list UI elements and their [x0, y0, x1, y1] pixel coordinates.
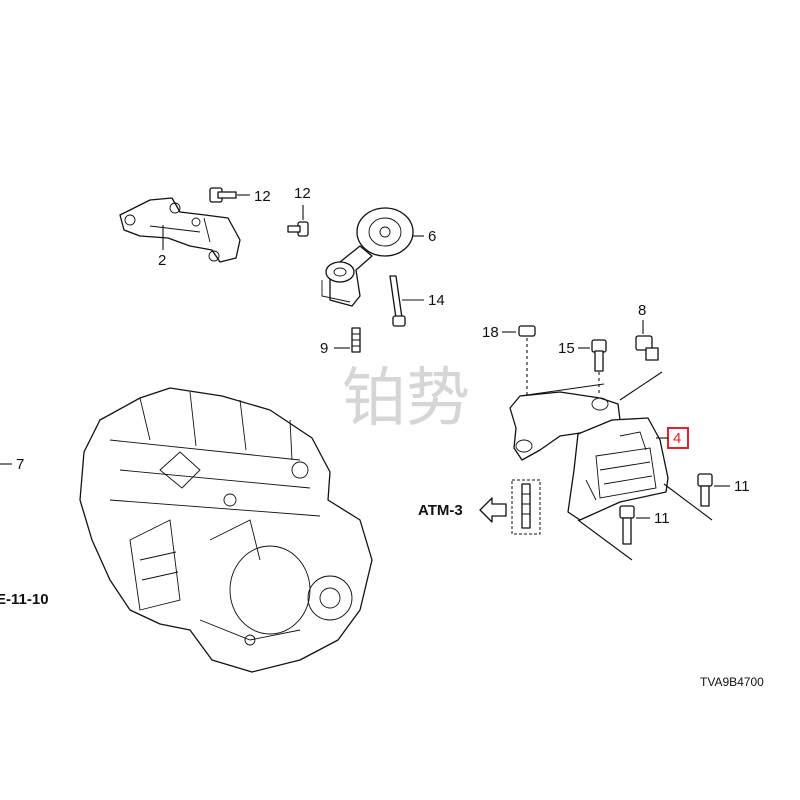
- callout-label-12-left: 12: [254, 188, 271, 205]
- callout-label-7: 7: [16, 456, 24, 473]
- diagram-code: TVA9B4700: [700, 675, 764, 689]
- watermark: 铂势: [342, 362, 470, 436]
- transmission-mount-part-4: [509, 383, 669, 521]
- ref-atm-label: ATM-3: [418, 502, 463, 519]
- leader-8-to-mount: [619, 371, 663, 401]
- callout-label-15: 15: [558, 340, 575, 357]
- callout-label-18: 18: [482, 324, 499, 341]
- bolt-14: [389, 275, 406, 327]
- callout-label-11-upper: 11: [734, 478, 750, 495]
- bolt-12-center: [287, 221, 309, 237]
- leader-4-lower: [577, 519, 633, 561]
- callout-label-6: 6: [428, 228, 436, 245]
- leader-11-diag: [663, 483, 713, 521]
- bolt-12-left: [209, 187, 237, 203]
- bracket-part-2: [119, 197, 241, 263]
- bolt-11-upper: [697, 473, 713, 507]
- ref-engine-label: E-11-10: [0, 591, 49, 608]
- callout-label-8: 8: [638, 302, 646, 319]
- engine-assembly: [79, 387, 373, 673]
- fastener-8: [635, 335, 659, 361]
- bolt-11-lower: [619, 505, 635, 545]
- callout-label-11-lower: 11: [654, 510, 670, 527]
- stud-9: [351, 327, 361, 353]
- bolt-15: [591, 339, 607, 396]
- callout-label-9: 9: [320, 340, 328, 357]
- callout-label-12-center: 12: [294, 185, 311, 202]
- atm-arrow-icon: [479, 497, 507, 523]
- callout-label-2: 2: [158, 252, 166, 269]
- callout-label-14: 14: [428, 292, 445, 309]
- callout-label-4: 4: [673, 430, 681, 447]
- mount-part-6: [321, 207, 414, 307]
- atm-reference-stud: [511, 479, 541, 535]
